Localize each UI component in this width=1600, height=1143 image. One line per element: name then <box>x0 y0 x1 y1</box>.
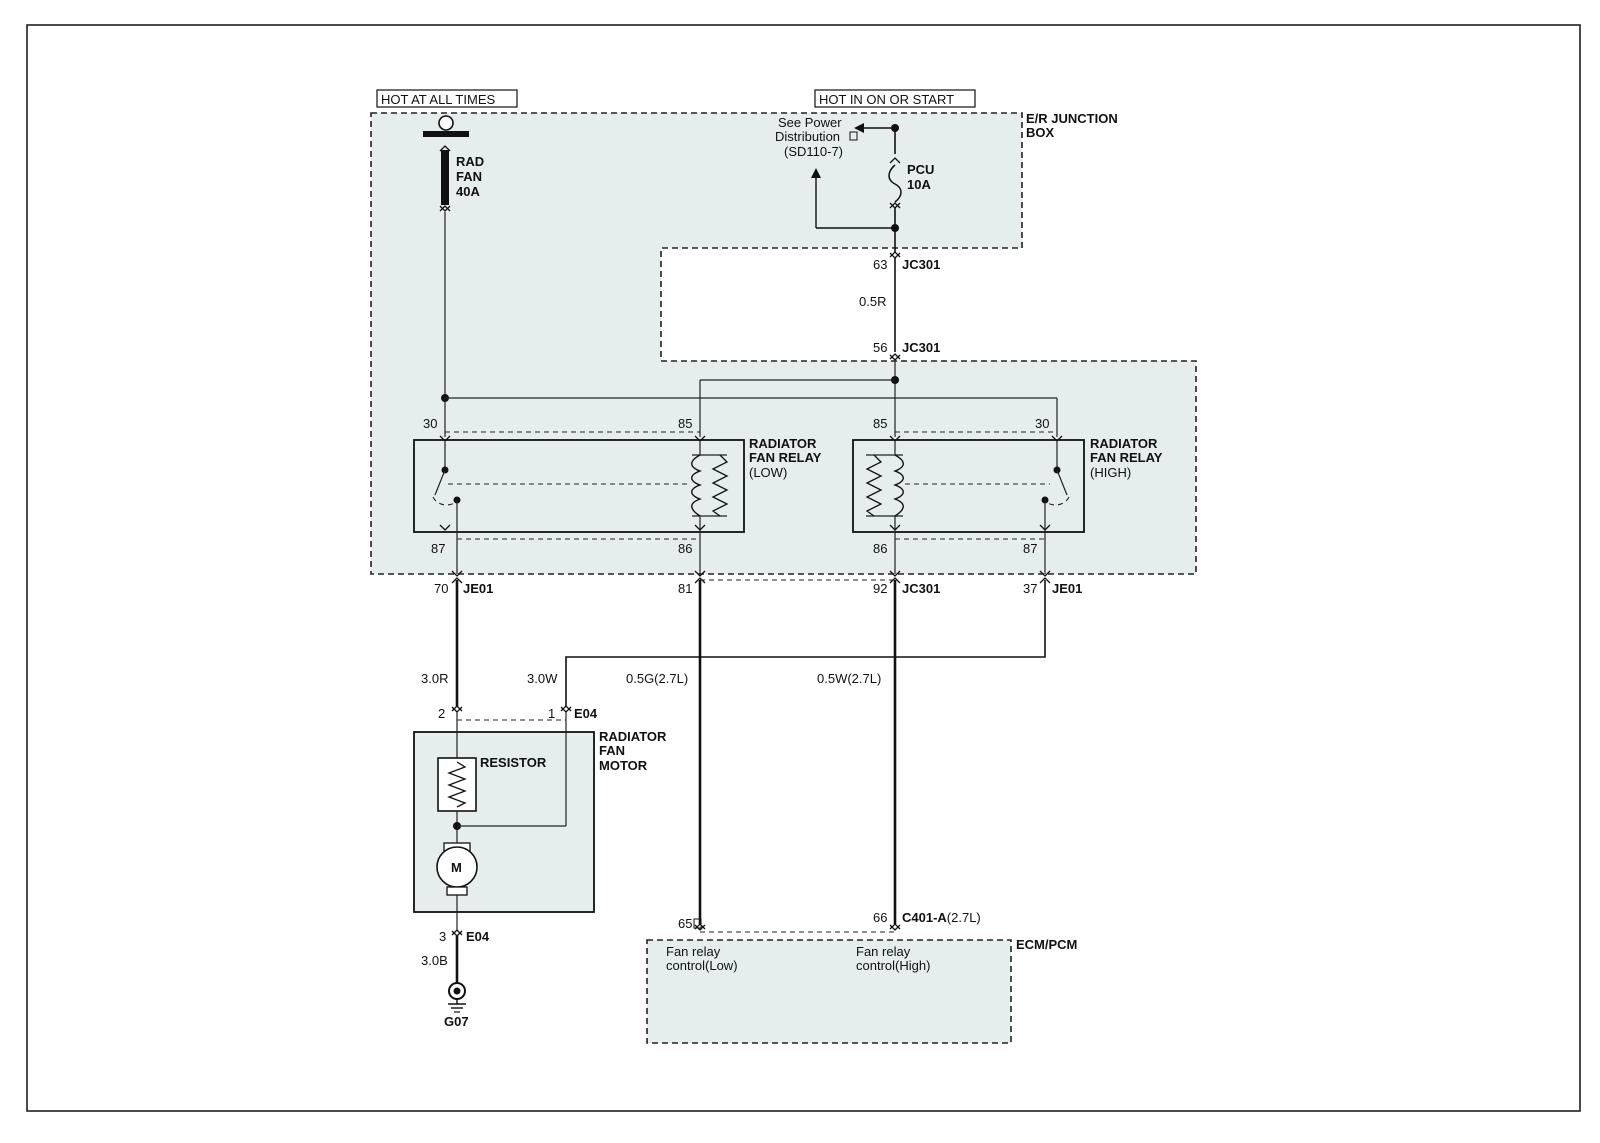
hot-at-all-times-tag: HOT AT ALL TIMES <box>376 89 518 108</box>
resistor-label: RESISTOR <box>480 755 547 770</box>
ground-label: G07 <box>444 1014 469 1029</box>
rad-fan-fuse-label-1: RAD <box>456 154 484 169</box>
fan-motor-title-3: MOTOR <box>599 758 648 773</box>
ecm-high-line-1: Fan relay <box>856 944 911 959</box>
power-ref-line-2: Distribution <box>775 129 840 144</box>
wire-0-5r-label: 0.5R <box>859 294 886 309</box>
e04-top-name: E04 <box>574 706 598 721</box>
hot-in-on-or-start-label: HOT IN ON OR START <box>819 92 954 107</box>
c401-name-bold: C401-A <box>902 910 947 925</box>
relay-low-title-1: RADIATOR <box>749 436 817 451</box>
wire-3-0r-label: 3.0R <box>421 671 448 686</box>
relay-high-pin87-label: 87 <box>1023 541 1037 556</box>
relay-low-pin86-label: 86 <box>678 541 692 556</box>
c401-pin65-label: 65 <box>678 916 692 931</box>
ecm-high-line-2: control(High) <box>856 958 930 973</box>
junction-box-title-2: BOX <box>1026 125 1055 140</box>
pin-81-label: 81 <box>678 581 692 596</box>
ecm-low-line-2: control(Low) <box>666 958 738 973</box>
e04-pin2-label: 2 <box>438 706 445 721</box>
jc301-56-name: JC301 <box>902 340 940 355</box>
jc301-63-name: JC301 <box>902 257 940 272</box>
ecm-zone <box>646 939 1012 1044</box>
wire-0-5w-label: 0.5W(2.7L) <box>817 671 881 686</box>
jc301-92-name: JC301 <box>902 581 940 596</box>
relay-low-pin87-label: 87 <box>431 541 445 556</box>
relay-high-pin30-label: 30 <box>1035 416 1049 431</box>
page-frame <box>26 24 1581 1112</box>
relay-low-pin30-label: 30 <box>423 416 437 431</box>
resistor-symbol <box>437 757 477 812</box>
relay-high-pin85-label: 85 <box>873 416 887 431</box>
relay-high-box <box>852 435 1085 533</box>
hot-in-on-or-start-tag: HOT IN ON OR START <box>814 89 976 108</box>
power-ref-line-1: See Power <box>778 115 842 130</box>
relay-high-title-2: FAN RELAY <box>1090 450 1163 465</box>
rad-fan-fuse <box>423 115 469 212</box>
je01-37-name: JE01 <box>1052 581 1082 596</box>
pcu-fuse-label-1: PCU <box>907 162 934 177</box>
relay-low-box <box>413 435 745 533</box>
junction-box-title-1: E/R JUNCTION <box>1026 111 1118 126</box>
hot-at-all-times-label: HOT AT ALL TIMES <box>381 92 495 107</box>
e04-bottom-name: E04 <box>466 929 490 944</box>
motor-label: M <box>451 860 462 875</box>
relay-low-title-3: (LOW) <box>749 465 787 480</box>
wire-3-0b-label: 3.0B <box>421 953 448 968</box>
relay-high-title-1: RADIATOR <box>1090 436 1158 451</box>
relay-high-pin86-label: 86 <box>873 541 887 556</box>
c401-pin66-label: 66 <box>873 910 887 925</box>
jc301-56-pin: 56 <box>873 340 887 355</box>
e04-pin3-label: 3 <box>439 929 446 944</box>
ground-symbol <box>448 982 466 1013</box>
je01-37-pin: 37 <box>1023 581 1037 596</box>
fan-motor-title-2: FAN <box>599 743 625 758</box>
jc301-63-pin: 63 <box>873 257 887 272</box>
jc301-92-pin: 92 <box>873 581 887 596</box>
relay-low-title-2: FAN RELAY <box>749 450 822 465</box>
wire-3-0w-label: 3.0W <box>527 671 558 686</box>
pcu-fuse-label-2: 10A <box>907 177 931 192</box>
relay-high-title-3: (HIGH) <box>1090 465 1131 480</box>
wire-0-5g-label: 0.5G(2.7L) <box>626 671 688 686</box>
ecm-low-line-1: Fan relay <box>666 944 721 959</box>
fan-motor-title-1: RADIATOR <box>599 729 667 744</box>
je01-70-name: JE01 <box>463 581 493 596</box>
fan-motor-box <box>413 712 595 930</box>
je01-70-pin: 70 <box>434 581 448 596</box>
c401-name-suffix: (2.7L) <box>947 910 981 925</box>
power-ref-line-3: (SD110-7) <box>784 144 843 159</box>
ecm-title: ECM/PCM <box>1016 937 1077 952</box>
e04-pin1-label: 1 <box>548 706 555 721</box>
relay-low-pin85-label: 85 <box>678 416 692 431</box>
c401-name: C401-A(2.7L) <box>902 910 981 925</box>
rad-fan-fuse-label-3: 40A <box>456 184 480 199</box>
rad-fan-fuse-label-2: FAN <box>456 169 482 184</box>
